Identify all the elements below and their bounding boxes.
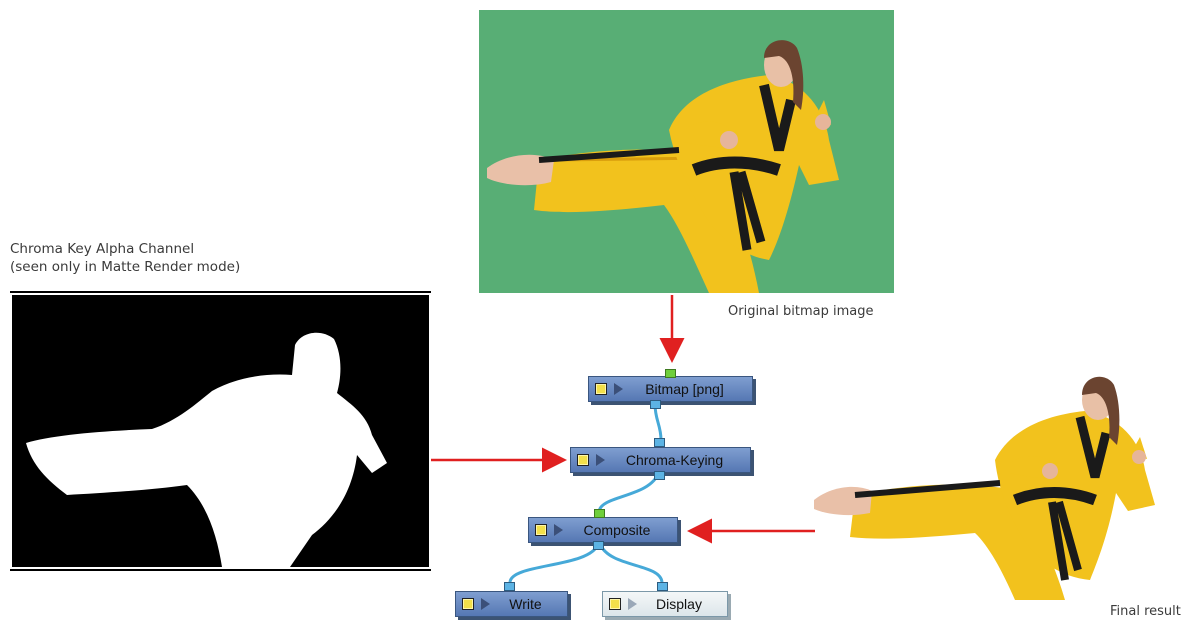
node-play-triangle-icon [554, 524, 563, 536]
write-input-port[interactable] [504, 582, 515, 591]
wire-chroma-composite [597, 471, 661, 513]
chroma-keying-node-label: Chroma-Keying [625, 452, 724, 468]
kicking-figure-final [814, 376, 1155, 600]
bitmap-node-label: Bitmap [png] [645, 381, 724, 397]
wire-composite-display [598, 543, 664, 583]
bitmap-output-port[interactable] [650, 400, 661, 409]
wire-composite-write [508, 543, 600, 583]
node-play-triangle-icon [596, 454, 605, 466]
alpha-caption-line1: Chroma Key Alpha Channel [10, 241, 195, 257]
node-enable-square-icon[interactable] [577, 454, 589, 466]
final-result-image [810, 365, 1200, 600]
original-bitmap-image [479, 10, 894, 293]
alpha-channel-matte [10, 291, 431, 571]
node-play-triangle-icon [628, 598, 637, 610]
original-image-caption: Original bitmap image [728, 304, 874, 319]
composite-node[interactable]: Composite [528, 517, 678, 543]
node-play-triangle-icon [614, 383, 623, 395]
bitmap-input-port[interactable] [665, 369, 676, 378]
alpha-caption-line2: (seen only in Matte Render mode) [10, 259, 241, 275]
composite-input-port[interactable] [594, 509, 605, 518]
node-enable-square-icon[interactable] [609, 598, 621, 610]
display-node-label: Display [656, 596, 702, 612]
write-node[interactable]: Write [455, 591, 568, 617]
matte-white-silhouette [26, 332, 387, 567]
matte-black-background [12, 295, 429, 567]
matte-frame-bottom [10, 569, 431, 571]
chroma-keying-node[interactable]: Chroma-Keying [570, 447, 751, 473]
node-play-triangle-icon [481, 598, 490, 610]
node-enable-square-icon[interactable] [462, 598, 474, 610]
chroma-output-port[interactable] [654, 471, 665, 480]
display-node[interactable]: Display [602, 591, 728, 617]
composite-node-label: Composite [583, 522, 651, 538]
composite-output-port[interactable] [593, 541, 604, 550]
kicking-figure-green [487, 40, 839, 293]
node-enable-square-icon[interactable] [535, 524, 547, 536]
chroma-input-port[interactable] [654, 438, 665, 447]
node-enable-square-icon[interactable] [595, 383, 607, 395]
matte-frame-top [10, 291, 431, 293]
display-input-port[interactable] [657, 582, 668, 591]
alpha-channel-caption: Chroma Key Alpha Channel (seen only in M… [10, 240, 240, 276]
final-result-caption: Final result [1110, 604, 1181, 619]
bitmap-node[interactable]: Bitmap [png] [588, 376, 753, 402]
wire-bitmap-chroma [653, 403, 663, 441]
write-node-label: Write [509, 596, 542, 612]
